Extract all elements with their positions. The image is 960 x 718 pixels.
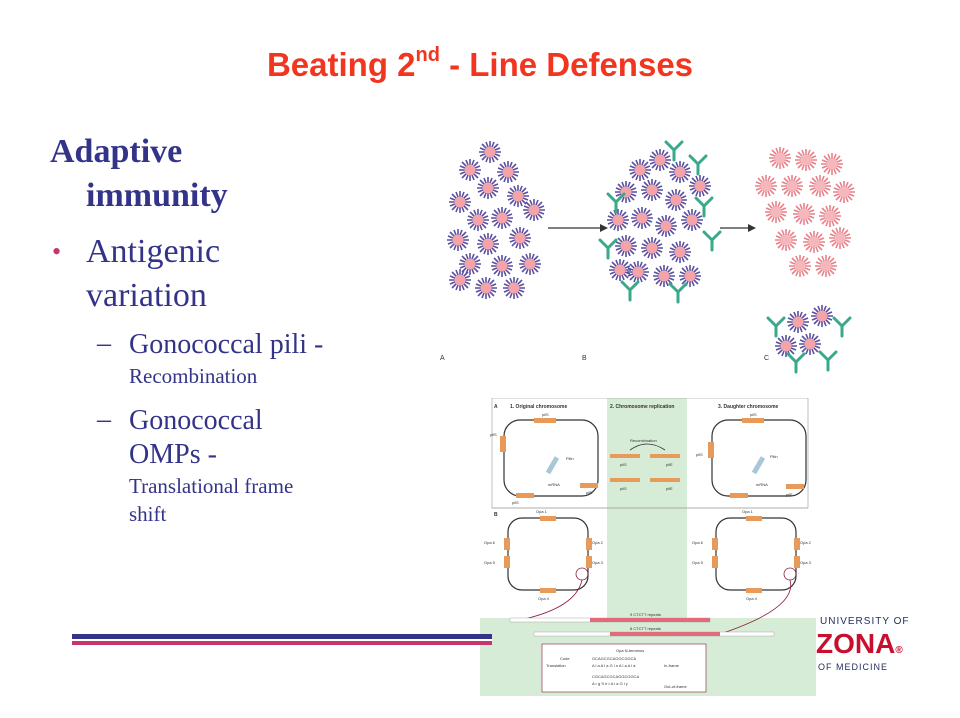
svg-text:Translation: Translation xyxy=(546,663,566,668)
svg-text:pilS: pilS xyxy=(542,412,549,417)
svg-text:Opa 1: Opa 1 xyxy=(536,509,548,514)
heading-adaptive-immunity: Adaptive immunity xyxy=(50,130,228,218)
svg-text:Pilin: Pilin xyxy=(770,454,778,459)
slide-title: Beating 2nd - Line Defenses xyxy=(266,44,694,83)
svg-text:Pilin: Pilin xyxy=(566,456,574,461)
svg-text:pilS: pilS xyxy=(750,412,757,417)
heading-line2: immunity xyxy=(86,177,228,214)
svg-text:3. Daughter chromosome: 3. Daughter chromosome xyxy=(718,404,779,410)
svg-text:Opa 2: Opa 2 xyxy=(800,540,812,545)
fig-label-b: B xyxy=(582,355,587,362)
svg-text:A: A xyxy=(494,404,498,410)
bullet-dot: • xyxy=(52,237,62,266)
sub-pili-line1: Gonococcal pili - xyxy=(129,329,324,360)
svg-text:Opa 4: Opa 4 xyxy=(538,596,550,601)
sub-bullet-omps: – Gonococcal OMPs - Translational frame … xyxy=(97,404,293,528)
svg-text:pilS: pilS xyxy=(620,462,627,467)
svg-text:In-frame: In-frame xyxy=(664,663,680,668)
sub-bullet-pili: – Gonococcal pili - Recombination xyxy=(97,328,323,390)
sub-omps-line3: Translational frame xyxy=(129,474,294,498)
sub-omps-line2: OMPs - xyxy=(129,439,217,470)
svg-text:pilS: pilS xyxy=(490,432,497,437)
svg-text:pilS: pilS xyxy=(620,486,627,491)
svg-text:2. Chromosome replication: 2. Chromosome replication xyxy=(610,404,674,410)
svg-text:GCAGCGCAGGCGGCA: GCAGCGCAGGCGGCA xyxy=(592,656,637,661)
bullet-line1: Antigenic xyxy=(86,233,221,270)
svg-text:Opa 5: Opa 5 xyxy=(484,560,496,565)
svg-text:pilE: pilE xyxy=(666,462,673,467)
svg-text:1. Original chromosome: 1. Original chromosome xyxy=(510,404,567,410)
fig-label-a: A xyxy=(440,355,445,362)
fig-label-c: C xyxy=(764,355,769,362)
svg-text:A r g S e r A l a G l y: A r g S e r A l a G l y xyxy=(592,681,628,686)
svg-text:pilE: pilE xyxy=(786,492,793,497)
svg-text:Opa 1: Opa 1 xyxy=(742,509,754,514)
svg-text:pilE: pilE xyxy=(666,486,673,491)
divider-bars xyxy=(72,634,492,645)
svg-text:Opa 2: Opa 2 xyxy=(592,540,604,545)
svg-text:Opa N-terminus: Opa N-terminus xyxy=(616,648,644,653)
svg-text:Opa 6: Opa 6 xyxy=(692,540,704,545)
svg-text:Opa 5: Opa 5 xyxy=(692,560,704,565)
sub-pili-line2: Recombination xyxy=(129,364,258,388)
heading-line1: Adaptive xyxy=(50,133,183,170)
svg-text:mRNA: mRNA xyxy=(548,482,560,487)
university-logo: UNIVERSITY OF ZONA® OF MEDICINE xyxy=(816,616,910,672)
svg-text:B: B xyxy=(494,512,498,518)
svg-text:8 CTCTT repeats: 8 CTCTT repeats xyxy=(630,626,661,631)
svg-text:Code: Code xyxy=(560,656,570,661)
svg-text:CGCAGCGCAGGCGGCA: CGCAGCGCAGGCGGCA xyxy=(592,674,639,679)
svg-text:Out-of-frame: Out-of-frame xyxy=(664,684,687,689)
sub-dash: – xyxy=(97,328,111,359)
svg-text:pilE: pilE xyxy=(586,490,593,495)
svg-text:9 CTCTT repeats: 9 CTCTT repeats xyxy=(630,612,661,617)
svg-text:Opa 3: Opa 3 xyxy=(800,560,812,565)
bullet-line2: variation xyxy=(86,277,207,314)
bullet-antigenic-variation: • Antigenic variation xyxy=(52,230,220,318)
svg-text:Opa 3: Opa 3 xyxy=(592,560,604,565)
svg-text:pilS: pilS xyxy=(512,500,519,505)
svg-text:mRNA: mRNA xyxy=(756,482,768,487)
svg-text:Opa 4: Opa 4 xyxy=(746,596,758,601)
figure-chromosome: A 1. Original chromosome 2. Chromosome r… xyxy=(480,398,816,696)
sub-dash: – xyxy=(97,404,111,435)
svg-text:A l a A l a G l n A l a A l a: A l a A l a G l n A l a A l a xyxy=(592,663,636,668)
sub-omps-line1: Gonococcal xyxy=(129,405,263,436)
svg-text:Recombination: Recombination xyxy=(630,438,657,443)
svg-text:pilS: pilS xyxy=(696,452,703,457)
figure-antibody-cells: A B C xyxy=(440,140,856,374)
svg-text:Opa 6: Opa 6 xyxy=(484,540,496,545)
sub-omps-line4: shift xyxy=(129,502,167,526)
